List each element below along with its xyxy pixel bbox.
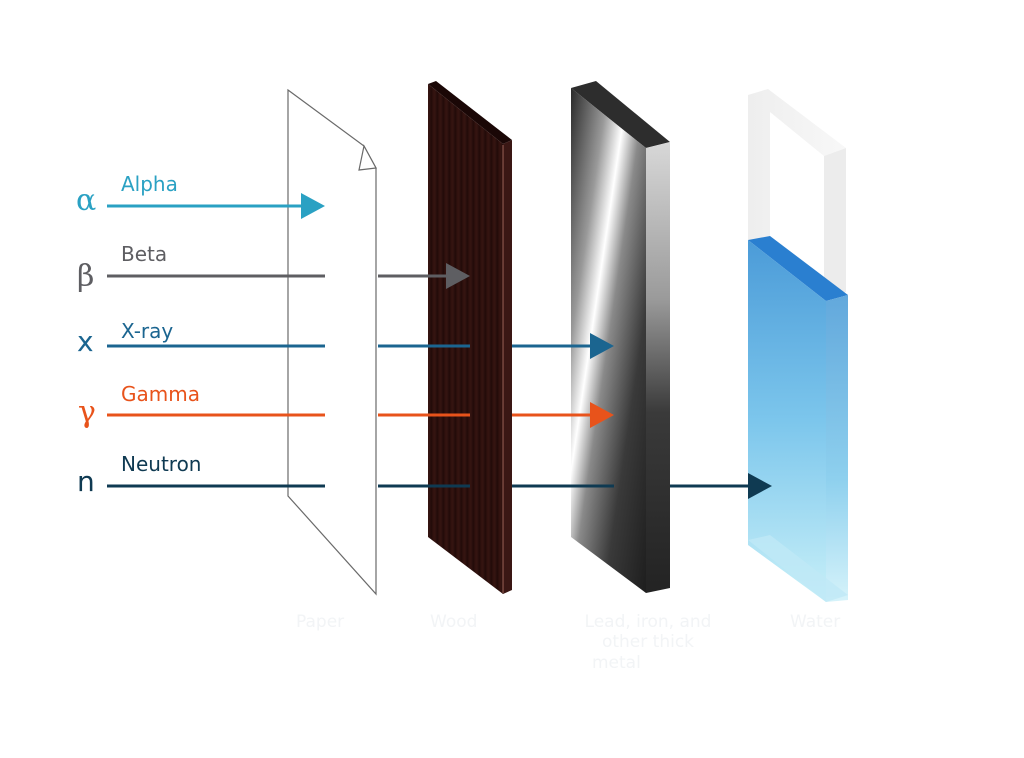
beta-arrowhead: [446, 263, 470, 289]
beta-ray: [107, 263, 470, 289]
gamma-symbol: γ: [78, 395, 96, 430]
xray-label: X-ray: [121, 319, 174, 343]
water-surface: [748, 236, 848, 301]
alpha-label: Alpha: [121, 172, 178, 196]
beta-label: Beta: [121, 242, 168, 266]
water-caption: Water: [790, 612, 841, 632]
neutron-label: Neutron: [121, 452, 202, 476]
gamma-label: Gamma: [121, 382, 200, 406]
gamma-ray: [107, 402, 614, 428]
beta-symbol: β: [77, 259, 95, 294]
metal-caption-line-3: metal: [592, 652, 641, 673]
metal-side: [646, 142, 670, 593]
gamma-arrowhead: [590, 402, 614, 428]
paper-folded-corner: [358, 144, 377, 171]
water-face: [748, 240, 826, 602]
metal-caption-line-1: Lead, iron, and: [584, 612, 712, 632]
paper-sheet: [287, 88, 377, 596]
neutron-ray: [107, 473, 772, 499]
metal-caption-line-2: other thick: [601, 632, 695, 653]
metal-barrier: [571, 81, 670, 593]
xray-ray: [107, 333, 614, 359]
xray-symbol: x: [77, 325, 94, 358]
alpha-arrowhead: [301, 193, 325, 219]
paper-barrier: [287, 88, 377, 596]
metal-face: [571, 88, 646, 593]
water-side: [826, 295, 848, 602]
water-barrier: [748, 89, 848, 602]
wood-caption: Wood: [430, 612, 478, 632]
wood-face: [428, 84, 503, 594]
neutron-symbol: n: [77, 465, 95, 498]
wood-top-edge: [428, 81, 512, 144]
metal-top-edge: [571, 81, 670, 148]
wood-barrier: [428, 81, 512, 594]
rays-layer: [107, 193, 772, 499]
xray-arrowhead: [590, 333, 614, 359]
alpha-ray: [107, 193, 325, 219]
metal-caption: Lead, iron, and other thick metal: [578, 612, 718, 673]
neutron-arrowhead: [748, 473, 772, 499]
wood-side: [503, 140, 512, 594]
paper-caption: Paper: [296, 612, 345, 632]
alpha-symbol: α: [76, 183, 97, 218]
